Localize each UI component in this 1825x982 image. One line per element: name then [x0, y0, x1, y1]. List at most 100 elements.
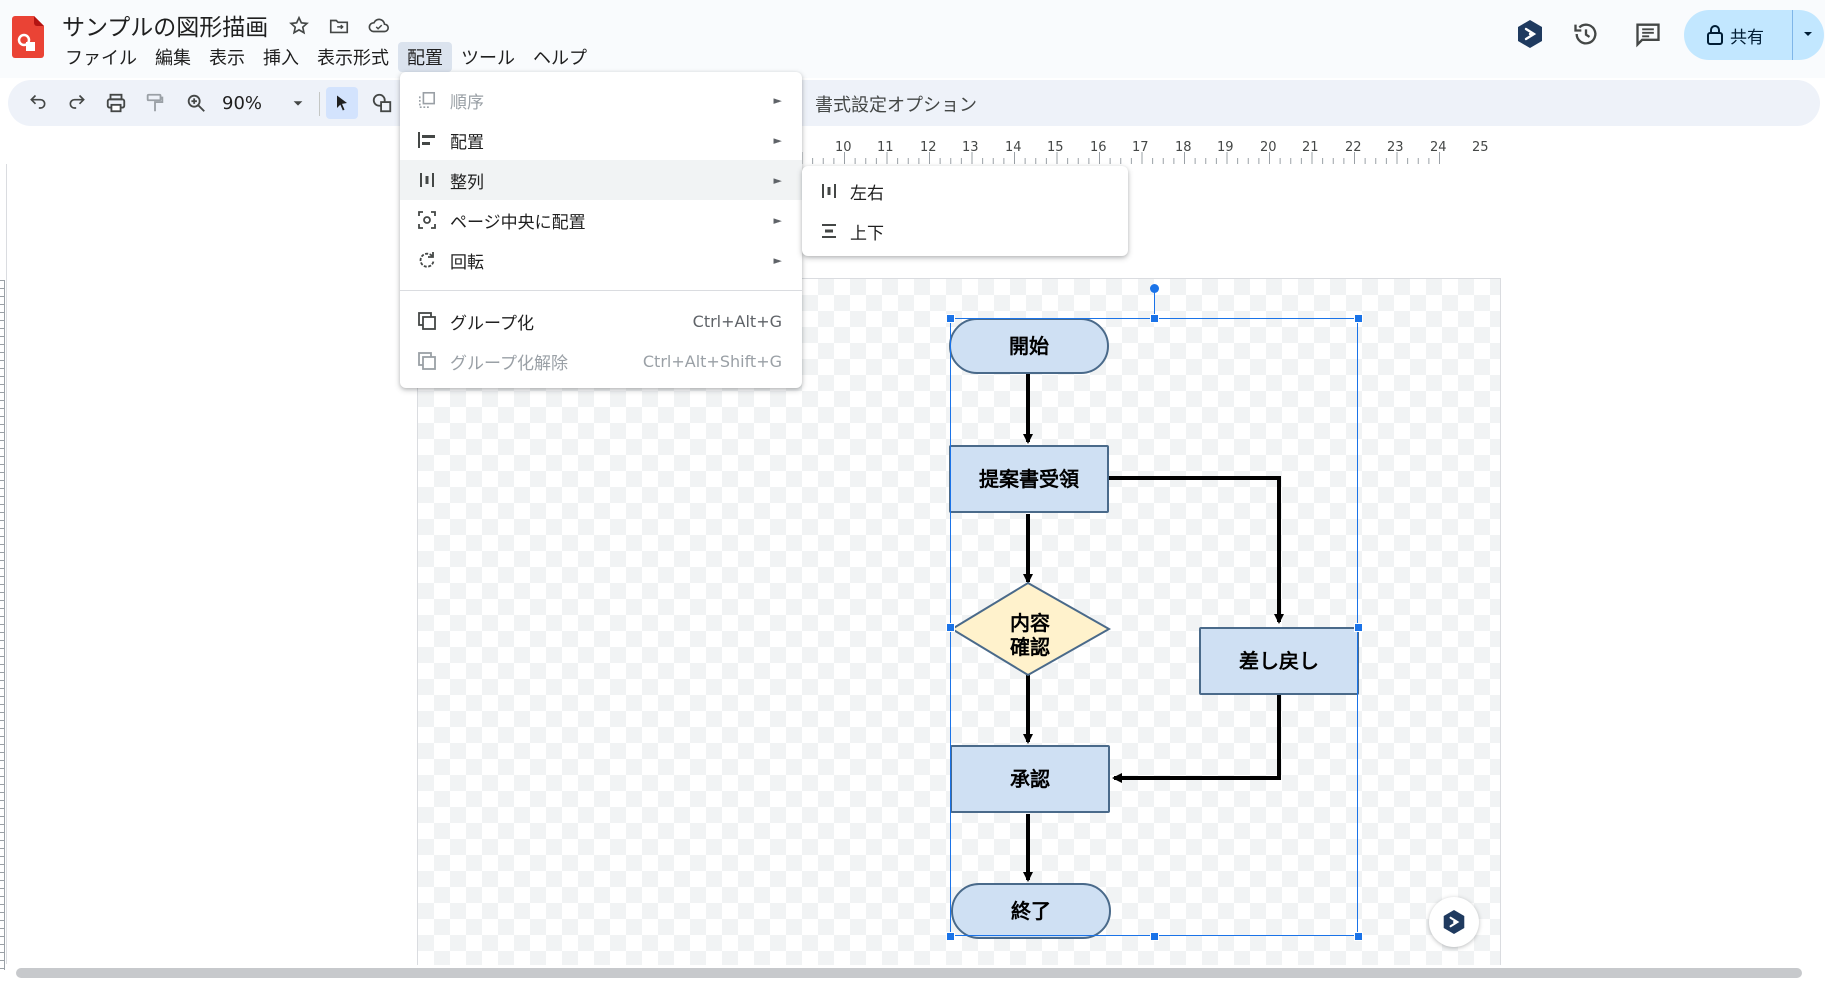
comments-icon[interactable]: [1628, 14, 1668, 54]
menu-item-label: グループ化: [450, 313, 534, 334]
lock-icon: [1706, 25, 1724, 45]
menu-tools[interactable]: ツール: [461, 48, 515, 69]
ungroup-icon: [416, 350, 438, 372]
resize-handle-bottom-left[interactable]: [946, 932, 955, 941]
resize-handle-left[interactable]: [946, 623, 955, 632]
menu-item-ungroup[interactable]: グループ化解除 Ctrl+Alt+Shift+G: [400, 341, 802, 381]
ruler-number: 23: [1387, 140, 1404, 155]
ruler-number: 25: [1472, 140, 1489, 155]
select-tool-icon[interactable]: [326, 87, 358, 119]
menu-format[interactable]: 表示形式: [317, 48, 389, 69]
ruler-number: 21: [1302, 140, 1319, 155]
share-dropdown-icon[interactable]: [1800, 26, 1816, 42]
ruler-number: 15: [1047, 140, 1064, 155]
undo-icon[interactable]: [22, 87, 54, 119]
resize-handle-right[interactable]: [1354, 623, 1363, 632]
vertical-ruler: [0, 280, 5, 970]
node-start[interactable]: 開始: [949, 318, 1109, 374]
submenu-item-label: 上下: [850, 223, 884, 244]
menu-item-label: ページ中央に配置: [450, 212, 586, 233]
menu-item-label: グループ化解除: [450, 353, 568, 374]
ruler-number: 13: [962, 140, 979, 155]
submenu-item-label: 左右: [850, 183, 884, 204]
menu-item-group[interactable]: グループ化 Ctrl+Alt+G: [400, 301, 802, 341]
resize-handle-top-right[interactable]: [1354, 314, 1363, 323]
ruler-number: 16: [1090, 140, 1107, 155]
horizontal-ruler: [0, 138, 1825, 164]
menu-item-shortcut: Ctrl+Alt+G: [692, 311, 782, 331]
group-icon: [416, 310, 438, 332]
menu-item-shortcut: Ctrl+Alt+Shift+G: [642, 351, 782, 371]
menu-item-label: 整列: [450, 172, 484, 193]
arrow-return-to-approve[interactable]: [1112, 695, 1281, 783]
resize-handle-top-left[interactable]: [946, 314, 955, 323]
zoom-dropdown-icon[interactable]: [282, 87, 314, 119]
arrow-receive-to-return[interactable]: [1109, 476, 1284, 624]
paint-format-icon[interactable]: [139, 87, 171, 119]
menu-item-label: 回転: [450, 252, 484, 273]
ruler-number: 14: [1005, 140, 1022, 155]
print-icon[interactable]: [100, 87, 132, 119]
distribute-vertical-icon: [818, 220, 840, 242]
menu-item-label: 順序: [450, 92, 484, 113]
node-return[interactable]: 差し戻し: [1199, 627, 1359, 695]
menu-insert[interactable]: 挿入: [263, 48, 299, 69]
ruler-number: 18: [1175, 140, 1192, 155]
menu-item-align[interactable]: 配置 ►: [400, 120, 802, 160]
gemini-fab-button[interactable]: [1429, 897, 1479, 947]
menu-file[interactable]: ファイル: [65, 48, 137, 69]
node-approve[interactable]: 承認: [950, 745, 1110, 813]
resize-handle-bottom-right[interactable]: [1354, 932, 1363, 941]
share-label: 共有: [1730, 27, 1764, 48]
resize-handle-top[interactable]: [1150, 314, 1159, 323]
menu-view[interactable]: 表示: [209, 48, 245, 69]
menu-item-rotate[interactable]: 回転 ►: [400, 240, 802, 280]
cloud-saved-icon[interactable]: [366, 13, 392, 39]
node-receive-proposal[interactable]: 提案書受領: [949, 445, 1109, 513]
node-decision[interactable]: 内容確認: [950, 600, 1110, 670]
star-icon[interactable]: [286, 13, 312, 39]
menu-help[interactable]: ヘルプ: [533, 48, 587, 69]
submenu-arrow-icon: ►: [773, 93, 782, 107]
format-options-button[interactable]: 書式設定オプション: [815, 95, 977, 116]
horizontal-scrollbar[interactable]: [16, 968, 1802, 978]
submenu-arrow-icon: ►: [773, 213, 782, 227]
version-history-icon[interactable]: [1566, 14, 1606, 54]
ruler-number: 11: [877, 140, 894, 155]
submenu-item-vertical[interactable]: 上下: [802, 211, 1128, 251]
shape-tool-icon[interactable]: [366, 87, 398, 119]
ruler-number: 19: [1217, 140, 1234, 155]
zoom-icon[interactable]: [180, 87, 212, 119]
distribute-icon: [416, 169, 438, 191]
menu-item-distribute[interactable]: 整列 ►: [400, 160, 802, 200]
submenu-item-horizontal[interactable]: 左右: [802, 171, 1128, 211]
menu-arrange[interactable]: 配置: [398, 42, 452, 72]
drawing-page[interactable]: [417, 278, 1501, 965]
submenu-arrow-icon: ►: [773, 133, 782, 147]
ruler-number: 20: [1260, 140, 1277, 155]
share-button[interactable]: 共有: [1684, 10, 1824, 60]
menu-edit[interactable]: 編集: [155, 48, 191, 69]
align-left-icon: [416, 129, 438, 151]
decision-diamond[interactable]: [950, 581, 1112, 677]
move-folder-icon[interactable]: [326, 13, 352, 39]
zoom-value[interactable]: 90%: [222, 93, 263, 114]
submenu-arrow-icon: ►: [773, 253, 782, 267]
ruler-number: 17: [1132, 140, 1149, 155]
ruler-number: 12: [920, 140, 937, 155]
toolbar: [8, 80, 1820, 126]
drawings-logo-icon[interactable]: [12, 16, 44, 58]
gemini-icon[interactable]: [1510, 14, 1550, 54]
decision-line-1: 内容: [1010, 611, 1050, 635]
distribute-submenu: 左右 上下: [802, 166, 1128, 256]
menu-item-center-on-page[interactable]: ページ中央に配置 ►: [400, 200, 802, 240]
order-icon: [416, 89, 438, 111]
menu-item-order[interactable]: 順序 ►: [400, 80, 802, 120]
distribute-horizontal-icon: [818, 180, 840, 202]
resize-handle-bottom[interactable]: [1150, 932, 1159, 941]
document-title[interactable]: サンプルの図形描画: [62, 15, 269, 41]
rotate-handle[interactable]: [1150, 284, 1159, 293]
redo-icon[interactable]: [61, 87, 93, 119]
node-end[interactable]: 終了: [951, 883, 1111, 939]
